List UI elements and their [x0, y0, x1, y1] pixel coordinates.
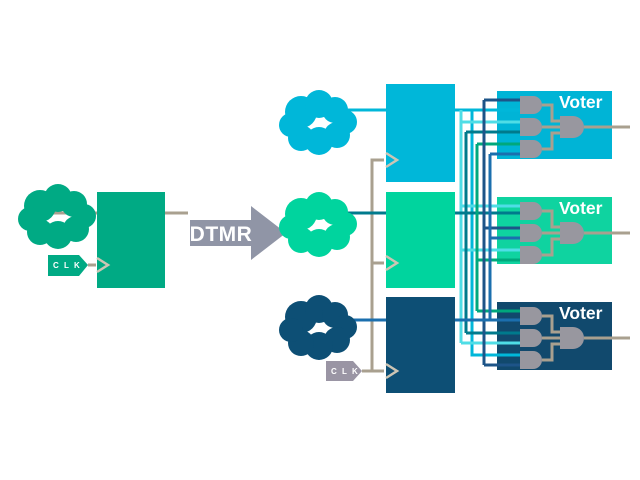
clk-tag-right: C L K [326, 361, 362, 381]
redundant-cloud-b [279, 192, 357, 257]
voter-box-a [497, 91, 612, 159]
wire-domain-b [455, 130, 520, 335]
cloud-icon [18, 184, 96, 249]
voter-gates [520, 96, 584, 369]
flipflop-block-a [386, 84, 455, 182]
and-gate-icon [520, 307, 542, 325]
voter-b-label: Voter [559, 198, 603, 218]
flipflop-block [97, 192, 165, 288]
clock-chevron-icon [385, 362, 400, 380]
and-gate-icon [520, 202, 542, 220]
clk-tag [326, 361, 362, 381]
and-gate-icon [520, 118, 542, 136]
clock-trunk-wire [370, 158, 384, 371]
and-gate-icon [520, 96, 542, 114]
voter-box-c [497, 302, 612, 370]
and-gate-icon [520, 329, 542, 347]
clock-chevron-icon [385, 151, 400, 169]
block-arrow-icon [190, 206, 286, 260]
majority-gate-icon [560, 222, 584, 244]
voter-box-b [497, 197, 612, 264]
signal-wires [455, 98, 520, 367]
flipflop-block-c [386, 297, 455, 393]
and-gate-icon [520, 351, 542, 369]
majority-gate-icon [560, 116, 584, 138]
single-module: C L K [18, 184, 165, 288]
voter-c-label: Voter [559, 303, 603, 323]
wire-domain-c [455, 152, 520, 322]
majority-gate-icon [560, 327, 584, 349]
dtmr-arrow-label: DTMR [190, 223, 253, 246]
clk-tag-label: C L K [331, 367, 359, 376]
clock-chevron-icon [385, 254, 400, 272]
gate-connectors [542, 103, 630, 362]
clock-chevron-icon [96, 256, 111, 274]
dtmr-arrow: DTMR [190, 206, 286, 260]
and-gate-icon [520, 140, 542, 158]
voter-a-label: Voter [559, 92, 603, 112]
redundant-cloud-c [279, 295, 357, 360]
and-gate-icon [520, 246, 542, 264]
redundant-cloud-a [279, 90, 357, 155]
clk-tag-label: C L K [53, 261, 81, 270]
and-gate-icon [520, 224, 542, 242]
clock-chevron-icons [96, 151, 400, 380]
wire-domain-a [455, 108, 520, 357]
flipflop-block-b [386, 192, 455, 288]
clk-tag [48, 255, 88, 276]
